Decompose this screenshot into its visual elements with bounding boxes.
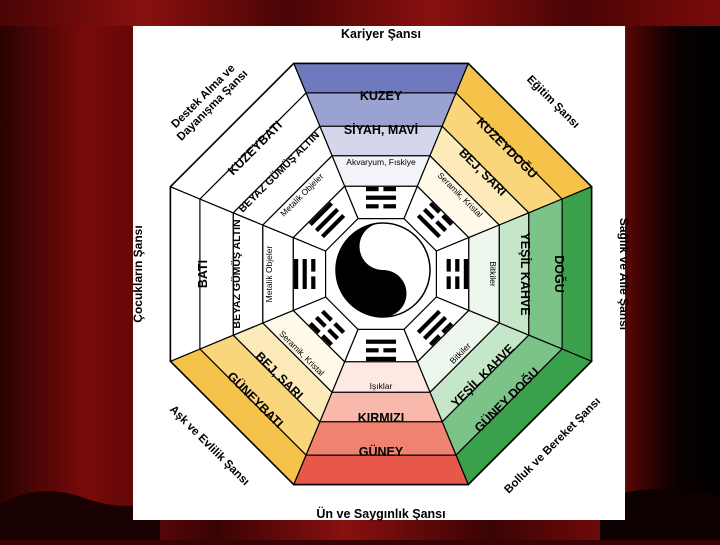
sector-s-band-5: [292, 454, 470, 486]
curtain-top: [0, 0, 720, 26]
yin-yang-dot-black: [377, 287, 389, 300]
trigram-sw-line-1-left: [321, 334, 334, 347]
trigram-e-line-3-left: [446, 259, 451, 272]
trigram-ne: [416, 201, 454, 239]
trigram-n-line-3-left: [366, 204, 379, 209]
yin-yang-symbol: [335, 222, 431, 318]
sector-w-color: BEYAZ GÜMÜŞ ALTIN: [230, 219, 243, 328]
trigrams: [294, 187, 468, 361]
trigram-n-line-2: [366, 195, 396, 200]
trigram-se-line-1-left: [441, 321, 454, 334]
trigram-ne-line-1-right: [441, 214, 454, 227]
trigram-sw-line-2-right: [314, 315, 327, 328]
trigram-nw: [308, 201, 346, 239]
sector-e-direction: DOĞU: [552, 255, 567, 293]
outer-label-e: Sağlık ve Aile Şansı: [617, 218, 631, 330]
trigram-w-line-3-left: [311, 276, 316, 289]
sector-e-item: Bitkiler: [488, 261, 498, 287]
trigram-sw-line-3-left: [333, 322, 346, 335]
trigram-w-line-1: [294, 259, 299, 289]
sector-n-direction: KUZEY: [360, 89, 403, 103]
sector-s-direction: GÜNEY: [359, 444, 404, 459]
trigram-nw-line-3: [320, 213, 346, 239]
trigram-ne-line-3: [416, 213, 442, 239]
trigram-s-line-3: [366, 339, 396, 344]
curtain-floor: [0, 491, 160, 540]
yin-yang-dot-white: [377, 240, 389, 253]
outer-label-s: Ün ve Saygınlık Şansı: [316, 506, 445, 521]
trigram-e-line-1: [463, 259, 468, 289]
outer-label-w: Çocukların Şansı: [131, 225, 145, 322]
trigram-sw-line-3-right: [320, 309, 333, 322]
trigram-nw-line-1: [308, 201, 334, 227]
trigram-n-line-3-right: [383, 204, 396, 209]
trigram-ne-line-2-right: [435, 220, 448, 233]
curtain-right: [626, 0, 720, 540]
sector-s-item: Işıklar: [370, 381, 393, 391]
trigram-s-line-2-left: [383, 348, 396, 353]
trigram-w-line-3-right: [311, 258, 316, 272]
trigram-se: [416, 309, 454, 347]
octagon-outline: [169, 62, 593, 486]
trigram-sw-line-1-right: [308, 321, 321, 334]
trigram-nw-line-2: [314, 207, 340, 233]
curtain-floor-right: [600, 488, 720, 540]
sector-e-color: YEŞİL KAHVE: [518, 232, 533, 315]
sector-n-color: SİYAH, MAVİ: [344, 122, 418, 137]
trigram-ne-line-1-left: [428, 201, 441, 214]
trigram-s: [366, 339, 396, 361]
trigram-e: [446, 259, 468, 290]
sector-s-color: KIRMIZI: [358, 411, 405, 425]
sector-n-item: Akvaryum, Fıskiye: [346, 157, 416, 167]
trigram-se-line-1-right: [428, 334, 441, 347]
trigram-n: [366, 187, 396, 209]
trigram-se-line-3: [416, 309, 442, 335]
trigram-n-line-1-right: [383, 187, 396, 192]
trigram-se-line-2: [422, 315, 448, 341]
trigram-e-line-3-right: [446, 276, 451, 290]
sector-w-item: Metalik Objeler: [264, 245, 274, 302]
sector-w-direction: BATI: [196, 260, 210, 288]
trigram-e-line-2-left: [455, 259, 460, 272]
trigram-w-line-2: [302, 259, 307, 289]
trigram-sw-line-2-left: [327, 328, 340, 341]
trigram-sw: [308, 309, 346, 347]
trigram-e-line-2-right: [455, 276, 460, 290]
bagua-sectors: [169, 62, 593, 486]
trigram-s-line-1: [366, 356, 396, 361]
outer-label-n: Kariyer Şansı: [341, 27, 421, 41]
trigram-ne-line-2-left: [422, 207, 435, 220]
trigram-w: [294, 258, 316, 289]
trigram-n-line-1-left: [366, 187, 379, 192]
trigram-s-line-2-right: [366, 348, 379, 353]
